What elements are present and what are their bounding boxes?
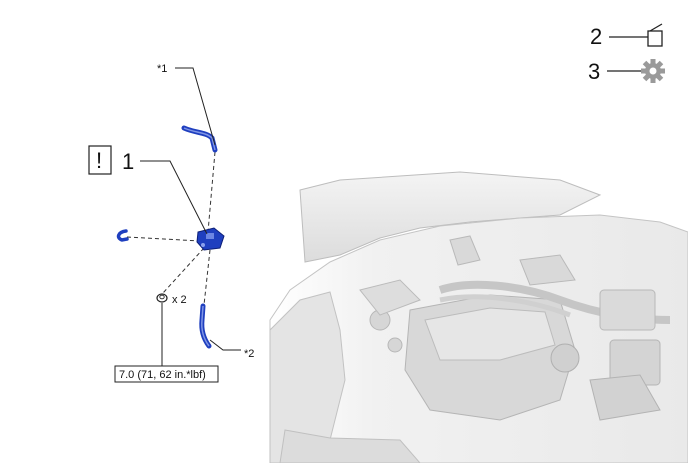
leader-star1 (175, 67, 216, 146)
grease-can-icon (647, 23, 663, 47)
part-assembly: x 2 (116, 125, 225, 349)
legend: 2 3 (588, 23, 665, 84)
callout-star2: *2 (244, 348, 254, 360)
caution-icon (88, 145, 112, 175)
leader-part-1 (140, 160, 208, 235)
caution-mark: ! (96, 148, 102, 173)
legend-number-2: 2 (590, 24, 602, 49)
legend-number-3: 3 (588, 59, 600, 84)
bolt-icon (156, 293, 168, 303)
part-number-1: 1 (122, 149, 134, 174)
left-hose-clip (116, 229, 129, 242)
leader-star2 (209, 339, 241, 351)
engine-bay-illustration (269, 171, 688, 463)
torque-box (114, 365, 219, 383)
upper-hose (181, 125, 218, 153)
alignment-lines (126, 151, 216, 306)
gear-icon (641, 59, 665, 83)
valve-part-1 (196, 227, 225, 251)
callout-star1: *1 (157, 63, 167, 75)
bolt-quantity: x 2 (172, 294, 187, 306)
torque-spec: 7.0 (71, 62 in.*lbf) (119, 369, 206, 381)
callouts: *1 ! 1 *2 7.0 (71, 62 in.*lbf) (88, 63, 254, 383)
